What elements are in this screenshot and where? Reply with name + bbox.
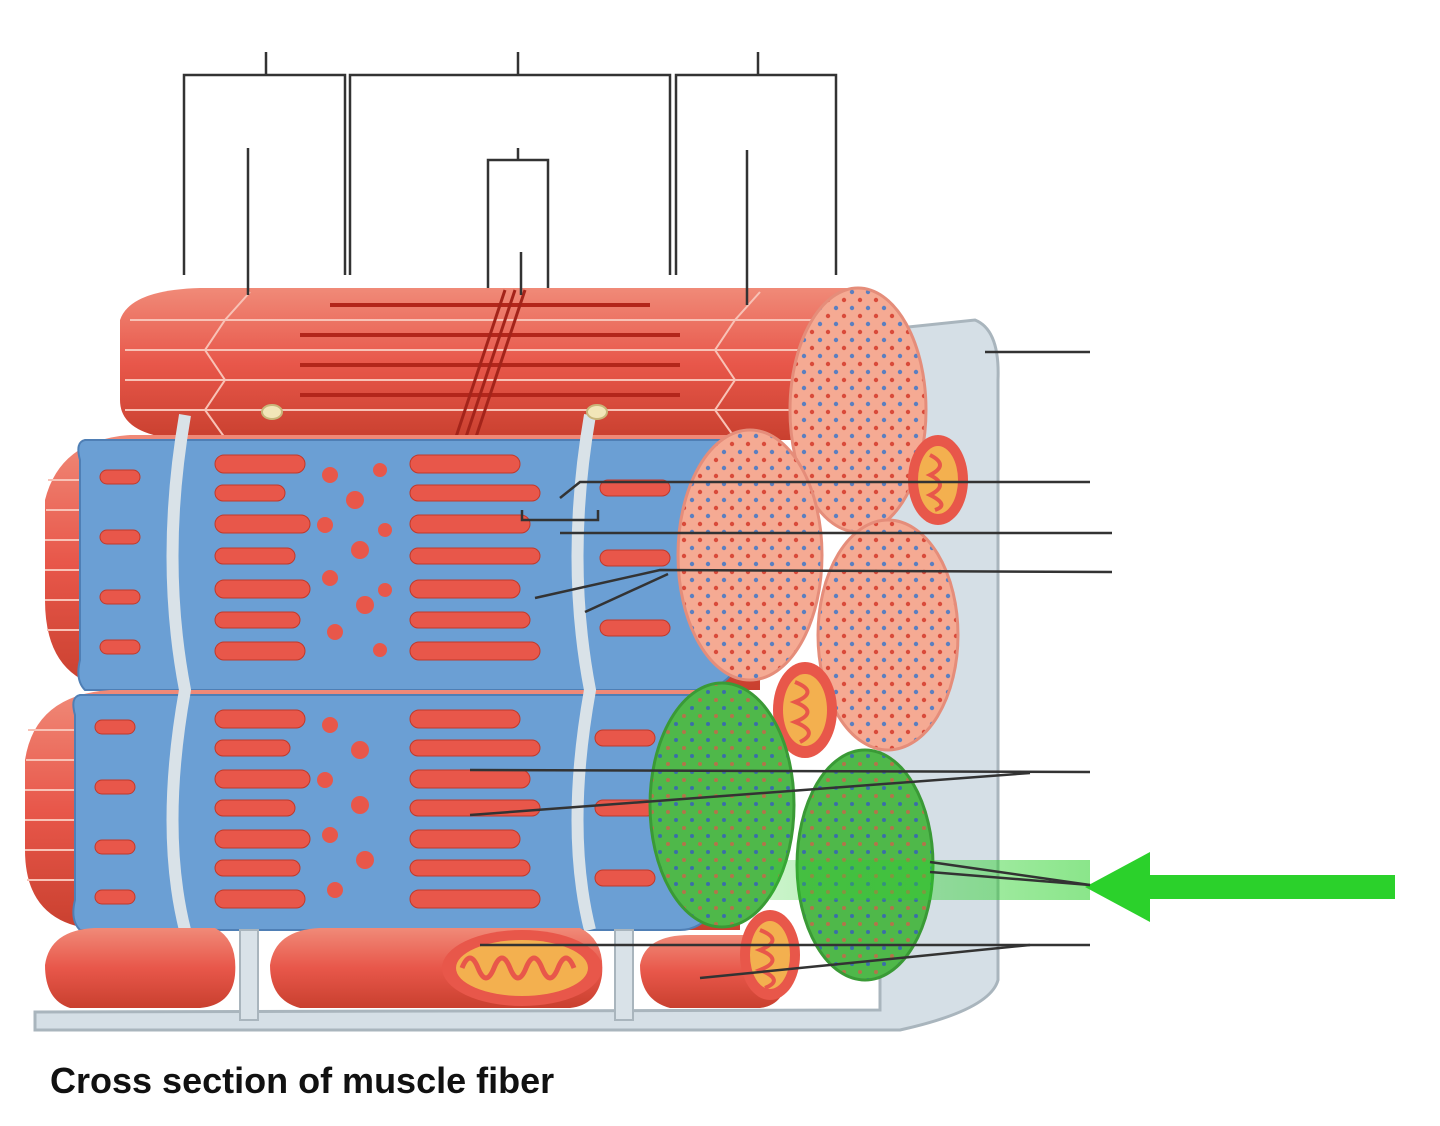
myofibril-cross-section (676, 428, 824, 682)
bottom-fibers (45, 928, 789, 1008)
mitochondrion (740, 910, 800, 1000)
leader-lines (182, 52, 1113, 980)
figure-caption: Cross section of muscle fiber (50, 1060, 555, 1101)
sarcoplasmic-reticulum-bottom (72, 694, 717, 931)
t-tubules (166, 413, 597, 932)
top-myofibril (120, 286, 928, 534)
mitochondrion (908, 435, 968, 525)
mitochondrion (773, 662, 837, 758)
green-arrow-icon (770, 852, 1395, 922)
myofibril-cross-section (816, 518, 960, 752)
mitochondrion (442, 930, 602, 1006)
